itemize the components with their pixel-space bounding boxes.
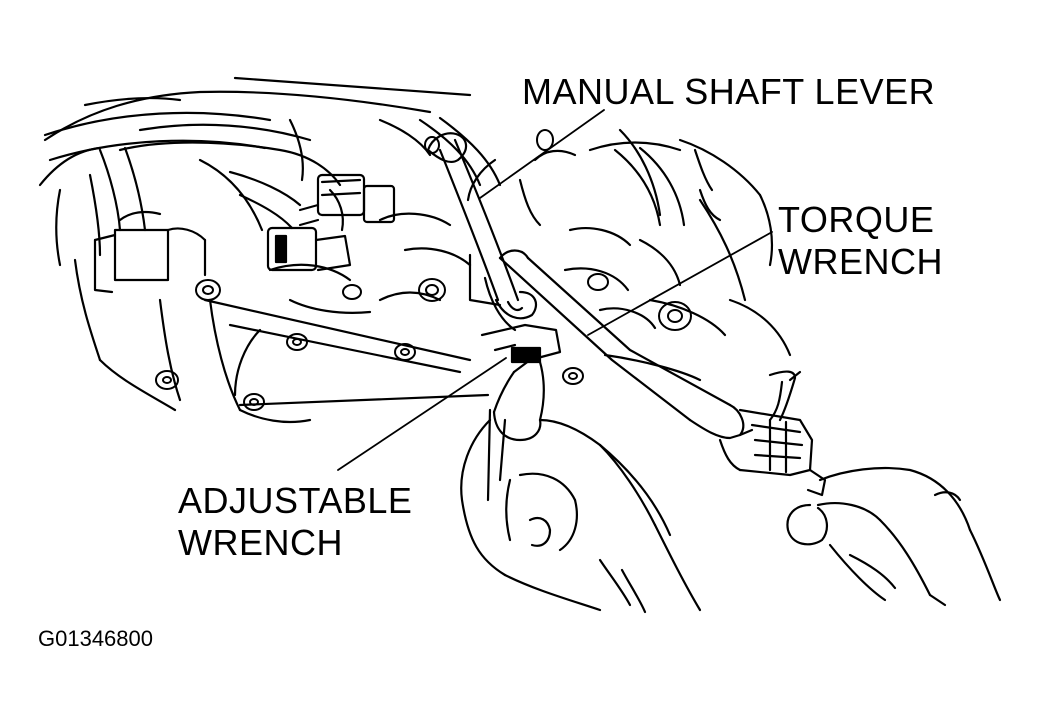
- label-adjustable-wrench-line2: WRENCH: [178, 522, 343, 563]
- left-hand: [461, 420, 700, 612]
- transmission-housing: [40, 78, 790, 422]
- figure-code: G01346800: [38, 626, 153, 651]
- label-torque-wrench-line2: WRENCH: [778, 241, 943, 282]
- leader-torque-wrench: [588, 232, 772, 335]
- right-hand: [787, 468, 1000, 605]
- torque-wrench: [485, 251, 825, 496]
- manual-shaft-lever: [428, 133, 536, 318]
- connectors: [268, 175, 394, 270]
- leader-lines: [338, 110, 772, 470]
- leader-manual-shaft-lever: [480, 110, 604, 198]
- leader-adjustable-wrench: [338, 358, 506, 470]
- label-manual-shaft-lever: MANUAL SHAFT LEVER: [522, 71, 936, 112]
- adjustable-wrench: [482, 325, 560, 500]
- hoses: [45, 113, 712, 230]
- label-torque-line1: TORQUE: [778, 199, 935, 240]
- label-adjustable-line1: ADJUSTABLE: [178, 480, 413, 521]
- bolts: [156, 130, 691, 410]
